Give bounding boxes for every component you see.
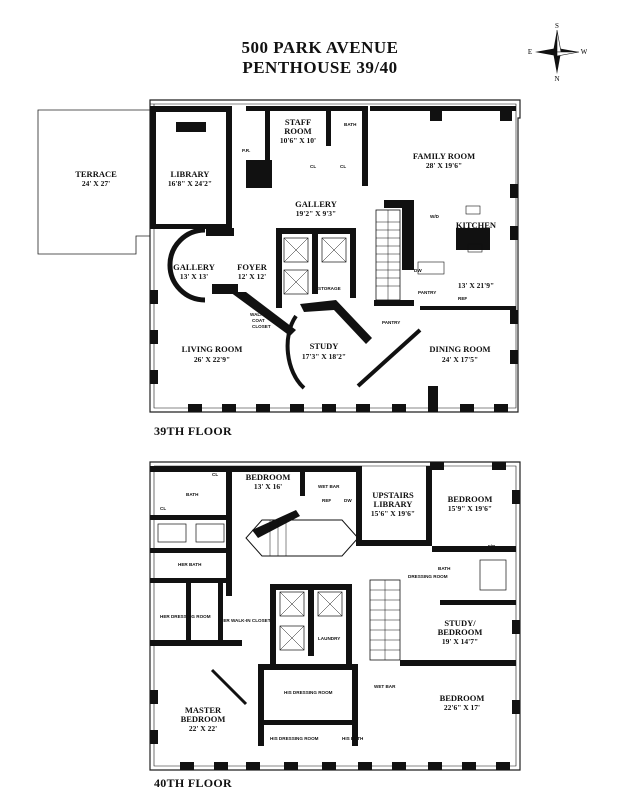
living-room-label: LIVING ROOM: [182, 344, 243, 354]
compass-n: N: [554, 75, 559, 82]
walk-in-tag-1: WALK-IN: [250, 312, 270, 317]
master-bedroom-label-1: MASTER: [185, 705, 222, 715]
gallery-round-size: 13' X 13': [180, 272, 208, 281]
gallery-round-label: GALLERY: [173, 262, 215, 272]
bath-tag-40a: BATH: [186, 492, 199, 497]
master-bedroom-label-2: BEDROOM: [181, 714, 226, 724]
compass-rose-icon: S N E W: [528, 22, 587, 82]
fp-tag-40: F/P: [488, 544, 495, 549]
bath-tag-39: BATH: [344, 122, 357, 127]
study-size: 17'3" X 18'2": [302, 352, 346, 361]
staff-room-size: 10'6" X 10': [280, 136, 316, 145]
staff-room-label-1: STAFF: [285, 117, 311, 127]
dw-tag-40: DW: [344, 498, 352, 503]
title-line-1: 500 PARK AVENUE: [241, 38, 399, 57]
his-dressing-tag-2: HIS DRESSING ROOM: [270, 736, 319, 741]
master-bedroom-size: 22' X 22': [189, 724, 217, 733]
cl-tag-39b: CL: [340, 164, 346, 169]
dining-room-size: 24' X 17'5": [442, 355, 478, 364]
compass-e: E: [528, 48, 532, 56]
his-bath-tag: HIS BATH: [342, 736, 364, 741]
gallery-upper-label: GALLERY: [295, 199, 337, 209]
her-bath-tag: HER BATH: [178, 562, 202, 567]
living-room-size: 26' X 22'9": [194, 355, 230, 364]
pantry-tag-2: PANTRY: [382, 320, 400, 325]
floor-39-plan: [37, 99, 521, 413]
title-block: 500 PARK AVENUE PENTHOUSE 39/40: [0, 38, 618, 78]
walk-in-tag-3: CLOSET: [252, 324, 271, 329]
study-bedroom-size: 19' X 14'7": [442, 637, 478, 646]
wet-bar-top-tag: WET BAR: [318, 484, 340, 489]
foyer-size: 12' X 12': [238, 272, 266, 281]
pr-tag-39: P.R.: [242, 148, 250, 153]
study-label: STUDY: [310, 341, 339, 351]
dw-tag-39: DW: [414, 268, 422, 273]
kitchen-size: 13' X 21'9": [458, 281, 494, 290]
dining-room-label: DINING ROOM: [429, 344, 490, 354]
cl-tag-40a: CL: [212, 472, 218, 477]
fp-tag-39: F/P: [186, 128, 193, 133]
study-bedroom-label-1: STUDY/: [444, 618, 476, 628]
bedroom-right-size: 15'9" X 19'6": [448, 504, 492, 513]
bedroom-top-label: BEDROOM: [246, 472, 291, 482]
terrace-label: TERRACE: [75, 169, 117, 179]
cl-tag-40c: CL: [282, 666, 288, 671]
floor-40-label: 40TH FLOOR: [154, 776, 233, 790]
upstairs-library-size: 15'6" X 19'6": [371, 509, 415, 518]
family-room-size: 28' X 19'6": [426, 161, 462, 170]
laundry-tag: LAUNDRY: [318, 636, 340, 641]
gallery-upper-size: 19'2" X 9'3": [296, 209, 336, 218]
floor-40-plan: [149, 461, 521, 771]
her-walk-in-tag: HER WALK-IN CLOSET: [220, 618, 271, 623]
cl-tag-39a: CL: [310, 164, 316, 169]
storage-tag: STORAGE: [318, 286, 341, 291]
dressing-room-tag: DRESSING ROOM: [408, 574, 448, 579]
cl-tag-40b: CL: [160, 506, 166, 511]
upstairs-library-label-2: LIBRARY: [374, 499, 413, 509]
upstairs-library-label-1: UPSTAIRS: [372, 490, 414, 500]
his-dressing-tag: HIS DRESSING ROOM: [284, 690, 333, 695]
ref-tag-40: REF: [322, 498, 331, 503]
title-line-2: PENTHOUSE 39/40: [242, 58, 398, 77]
pantry-tag-1: PANTRY: [418, 290, 436, 295]
her-dressing-tag: HER DRESSING ROOM: [160, 614, 211, 619]
floor-39-label: 39TH FLOOR: [154, 424, 233, 438]
bath-tag-40b: BATH: [438, 566, 451, 571]
library-label: LIBRARY: [171, 169, 210, 179]
library-size: 16'8" X 24'2": [168, 179, 212, 188]
walk-in-tag-2: COAT: [252, 318, 265, 323]
bedroom-lower-label: BEDROOM: [440, 693, 485, 703]
terrace-size: 24' X 27': [82, 179, 110, 188]
compass-w: W: [581, 48, 587, 56]
foyer-label: FOYER: [237, 262, 268, 272]
wet-bar-tag-40: WET BAR: [374, 684, 396, 689]
cl-tag-40d: CL: [338, 666, 344, 671]
family-room-label: FAMILY ROOM: [413, 151, 475, 161]
kitchen-label: KITCHEN: [456, 220, 497, 230]
bedroom-lower-size: 22'6" X 17': [444, 703, 480, 712]
study-bedroom-label-2: BEDROOM: [438, 627, 483, 637]
ref-tag-39: REF: [458, 296, 467, 301]
bedroom-top-size: 13' X 16': [254, 482, 282, 491]
staff-room-label-2: ROOM: [284, 126, 311, 136]
bedroom-right-label: BEDROOM: [448, 494, 493, 504]
wd-tag-39: W/D: [430, 214, 440, 219]
compass-s: S: [555, 22, 559, 30]
